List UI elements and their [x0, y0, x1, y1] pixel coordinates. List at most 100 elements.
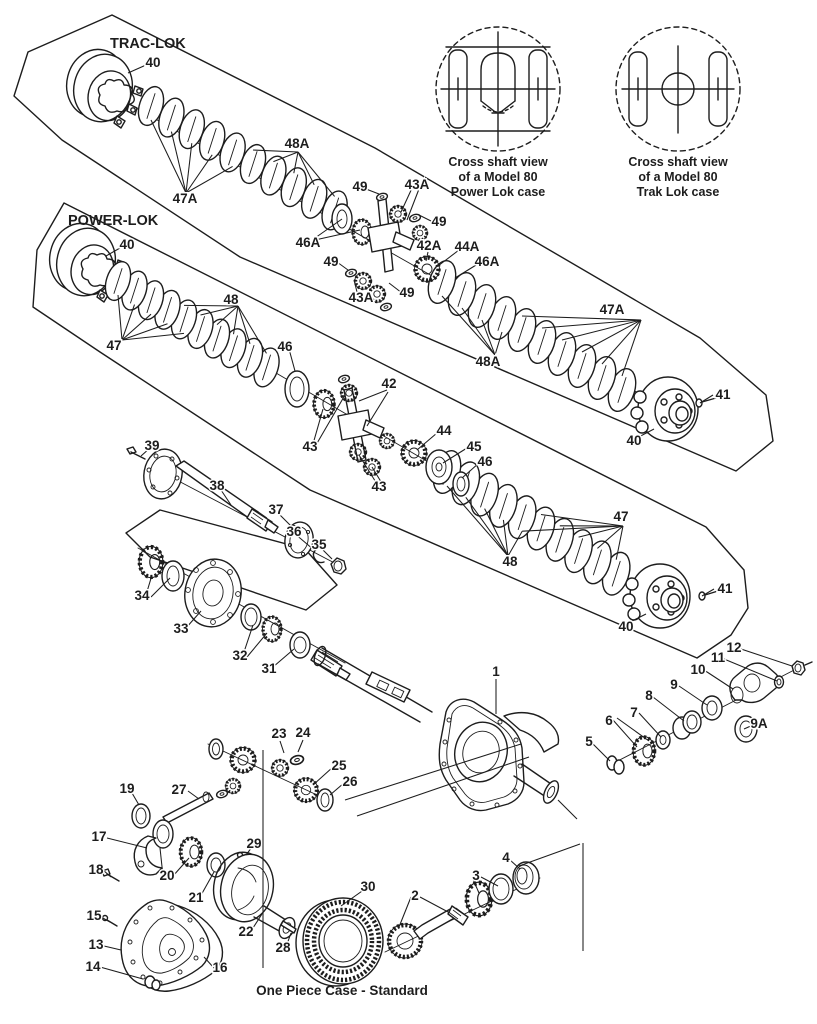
inset-caption-line: Cross shaft view	[628, 155, 728, 169]
part-label-13: 13	[88, 937, 104, 952]
clutch-disc-stacks	[104, 85, 637, 596]
part-label-48A: 48A	[476, 354, 501, 369]
part-label-15: 15	[86, 908, 102, 923]
part-label-30: 30	[360, 879, 375, 894]
axle-shaft-group	[126, 446, 347, 575]
part-label-32: 32	[232, 648, 247, 663]
part-label-22: 22	[238, 924, 253, 939]
part-label-33: 33	[173, 621, 189, 636]
side-gear-44	[402, 441, 427, 466]
part-label-20: 20	[159, 868, 174, 883]
trac-lok-flange-hub	[630, 376, 699, 442]
part-label-14: 14	[85, 959, 101, 974]
part-label-43: 43	[302, 439, 318, 454]
part-label-44A: 44A	[455, 239, 480, 254]
part-label-26: 26	[342, 774, 358, 789]
part-label-7: 7	[630, 705, 638, 720]
inset-caption-line: Cross shaft view	[448, 155, 548, 169]
inset-caption-line: Trak Lok case	[637, 185, 720, 199]
part-label-46: 46	[477, 454, 493, 469]
part-label-45: 45	[466, 439, 482, 454]
part-label-12: 12	[726, 640, 741, 655]
ring-gear-and-pinion	[295, 861, 540, 987]
part-label-29: 29	[246, 836, 261, 851]
inset-trak-lok-cross-shaft: Cross shaft view of a Model 80 Trak Lok …	[615, 26, 741, 199]
part-label-2: 2	[411, 888, 419, 903]
part-label-9: 9	[670, 677, 678, 692]
part-label-46A: 46A	[296, 235, 321, 250]
part-label-41: 41	[717, 581, 733, 596]
part-label-8: 8	[645, 688, 653, 703]
callout-fan-lines	[117, 119, 642, 560]
part-label-46A: 46A	[475, 254, 500, 269]
part-label-4: 4	[502, 850, 510, 865]
part-label-34: 34	[134, 588, 150, 603]
inset-caption-line: of a Model 80	[458, 170, 537, 184]
part-label-24: 24	[295, 725, 311, 740]
lock-pin-28	[280, 920, 297, 934]
differential-cover-13	[120, 899, 211, 987]
part-label-47: 47	[106, 338, 121, 353]
trac-lok-case-hub	[58, 42, 144, 129]
pinion-parts-row	[606, 660, 813, 775]
part-label-28: 28	[275, 940, 291, 955]
part-label-48A: 48A	[285, 136, 310, 151]
part-label-42: 42	[381, 376, 396, 391]
axle-housing	[313, 645, 560, 812]
part-label-42A: 42A	[417, 238, 442, 253]
wheel-hub-group	[139, 546, 351, 681]
part-label-40: 40	[119, 237, 134, 252]
power-lok-gear-cluster	[284, 370, 470, 497]
part-label-21: 21	[188, 890, 204, 905]
part-label-41: 41	[715, 387, 731, 402]
part-label-27: 27	[171, 782, 186, 797]
part-label-19: 19	[119, 781, 134, 796]
differential-spider-gears	[131, 738, 334, 829]
part-label-10: 10	[690, 662, 705, 677]
envelope-trac-lok	[13, 14, 774, 472]
part-label-46: 46	[277, 339, 293, 354]
part-label-48: 48	[502, 554, 518, 569]
part-label-40: 40	[626, 433, 641, 448]
part-label-49: 49	[399, 285, 414, 300]
part-label-39: 39	[144, 438, 159, 453]
inset-caption-line: of a Model 80	[638, 170, 717, 184]
inset-caption-line: Power Lok case	[451, 185, 546, 199]
power-lok-title: POWER-LOK	[68, 213, 159, 229]
inset-circle	[435, 26, 561, 152]
part-label-31: 31	[261, 661, 277, 676]
part-label-48: 48	[223, 292, 239, 307]
part-label-17: 17	[91, 829, 106, 844]
part-label-16: 16	[212, 960, 228, 975]
part-label-23: 23	[271, 726, 287, 741]
part-label-9A: 9A	[750, 716, 768, 731]
part-label-47A: 47A	[173, 191, 198, 206]
part-label-36: 36	[286, 524, 302, 539]
differential-case-and-cover	[101, 819, 297, 992]
part-label-43A: 43A	[349, 290, 374, 305]
part-label-47A: 47A	[600, 302, 625, 317]
part-label-49: 49	[323, 254, 338, 269]
part-label-38: 38	[209, 478, 225, 493]
part-label-49: 49	[352, 179, 367, 194]
part-label-43: 43	[371, 479, 387, 494]
part-label-44: 44	[436, 423, 452, 438]
bottom-caption: One Piece Case - Standard	[256, 983, 428, 998]
assembly-axis-lines	[99, 95, 801, 953]
part-label-25: 25	[331, 758, 347, 773]
callout-leader-lines	[99, 64, 793, 980]
part-label-40: 40	[618, 619, 633, 634]
inset-circle	[615, 26, 741, 152]
part-label-47: 47	[613, 509, 628, 524]
trac-lok-title: TRAC-LOK	[110, 36, 186, 52]
part-label-11: 11	[711, 650, 726, 665]
part-label-5: 5	[585, 734, 593, 749]
part-label-1: 1	[492, 664, 500, 679]
part-label-49: 49	[431, 214, 446, 229]
part-label-35: 35	[311, 537, 327, 552]
inset-power-lok-cross-shaft: Cross shaft view of a Model 80 Power Lok…	[435, 26, 561, 199]
envelope-power-lok	[32, 202, 749, 659]
